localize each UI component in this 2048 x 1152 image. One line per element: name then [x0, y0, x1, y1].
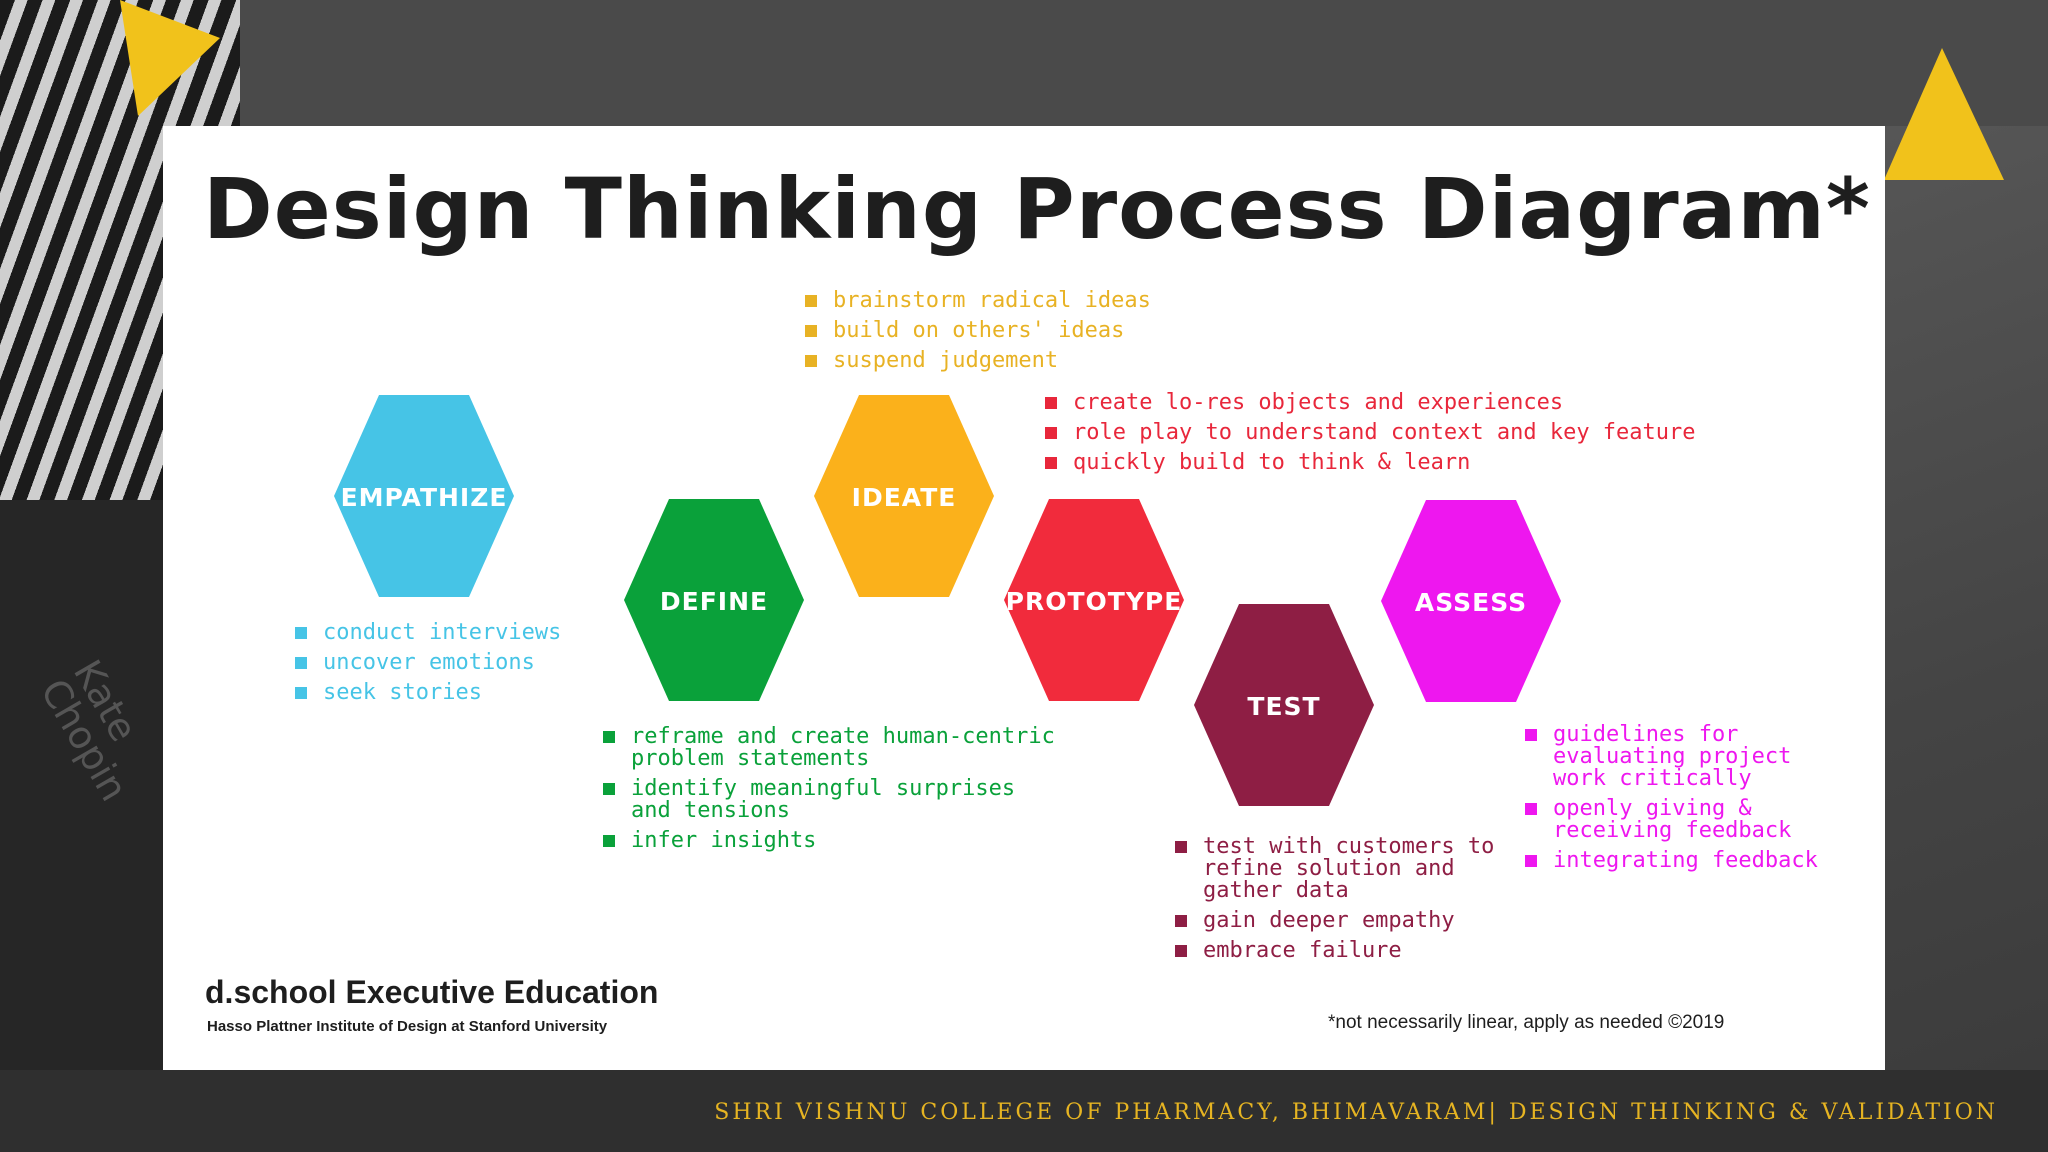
- background-marble: [1884, 126, 2048, 1070]
- stage-label-define: DEFINE: [660, 587, 768, 616]
- background-book: [0, 500, 180, 1070]
- list-item: quickly build to think & learn: [1043, 452, 1843, 474]
- list-item: gain deeper empathy: [1173, 910, 1533, 932]
- footer-bar: [0, 1070, 2048, 1152]
- diagram-card: Design Thinking Process Diagram* EMPATHI…: [163, 126, 1885, 1070]
- hexagon-ideate: IDEATE: [814, 395, 994, 597]
- list-item: conduct interviews: [293, 622, 561, 644]
- stage-label-empathize: EMPATHIZE: [341, 483, 508, 512]
- stage-label-test: TEST: [1247, 692, 1320, 721]
- list-item: identify meaningful surprises and tensio…: [601, 778, 1061, 822]
- stage-label-prototype: PROTOTYPE: [1006, 587, 1183, 616]
- brand-name: d.school Executive Education: [205, 974, 659, 1010]
- hexagon-empathize: EMPATHIZE: [334, 395, 514, 597]
- list-item: role play to understand context and key …: [1043, 422, 1843, 444]
- list-item: guidelines for evaluating project work c…: [1523, 724, 1853, 790]
- brand-subtitle: Hasso Plattner Institute of Design at St…: [207, 1018, 608, 1035]
- empathize-notes: conduct interviews uncover emotions seek…: [293, 622, 561, 712]
- hexagon-assess: ASSESS: [1381, 500, 1561, 702]
- footer-text: SHRI VISHNU COLLEGE OF PHARMACY, BHIMAVA…: [714, 1100, 1998, 1125]
- stage-label-ideate: IDEATE: [852, 483, 957, 512]
- list-item: create lo-res objects and experiences: [1043, 392, 1843, 414]
- hexagon-define: DEFINE: [624, 499, 804, 701]
- define-notes: reframe and create human-centric problem…: [601, 726, 1061, 860]
- list-item: seek stories: [293, 682, 561, 704]
- ideate-notes: brainstorm radical ideas build on others…: [803, 290, 1151, 380]
- prototype-notes: create lo-res objects and experiences ro…: [1043, 392, 1843, 482]
- list-item: reframe and create human-centric problem…: [601, 726, 1061, 770]
- yellow-triangle-top-left: [120, 0, 220, 116]
- list-item: build on others' ideas: [803, 320, 1151, 342]
- process-hexagons: EMPATHIZE DEFINE IDEATE PROTOTYPE TEST A…: [334, 395, 1561, 806]
- list-item: infer insights: [601, 830, 1061, 852]
- list-item: embrace failure: [1173, 940, 1533, 962]
- list-item: uncover emotions: [293, 652, 561, 674]
- background-top: [240, 0, 2048, 126]
- yellow-triangle-top-right: [1884, 48, 2004, 180]
- hexagon-prototype: PROTOTYPE: [1004, 499, 1184, 701]
- hexagon-test: TEST: [1194, 604, 1374, 806]
- stage-label-assess: ASSESS: [1415, 588, 1527, 617]
- list-item: test with customers to refine solution a…: [1173, 836, 1533, 902]
- page-title: Design Thinking Process Diagram*: [203, 160, 1871, 258]
- test-notes: test with customers to refine solution a…: [1173, 836, 1533, 970]
- list-item: suspend judgement: [803, 350, 1151, 372]
- list-item: brainstorm radical ideas: [803, 290, 1151, 312]
- list-item: openly giving & receiving feedback: [1523, 798, 1853, 842]
- assess-notes: guidelines for evaluating project work c…: [1523, 724, 1853, 880]
- footnote: *not necessarily linear, apply as needed…: [1328, 1012, 1725, 1033]
- list-item: integrating feedback: [1523, 850, 1853, 872]
